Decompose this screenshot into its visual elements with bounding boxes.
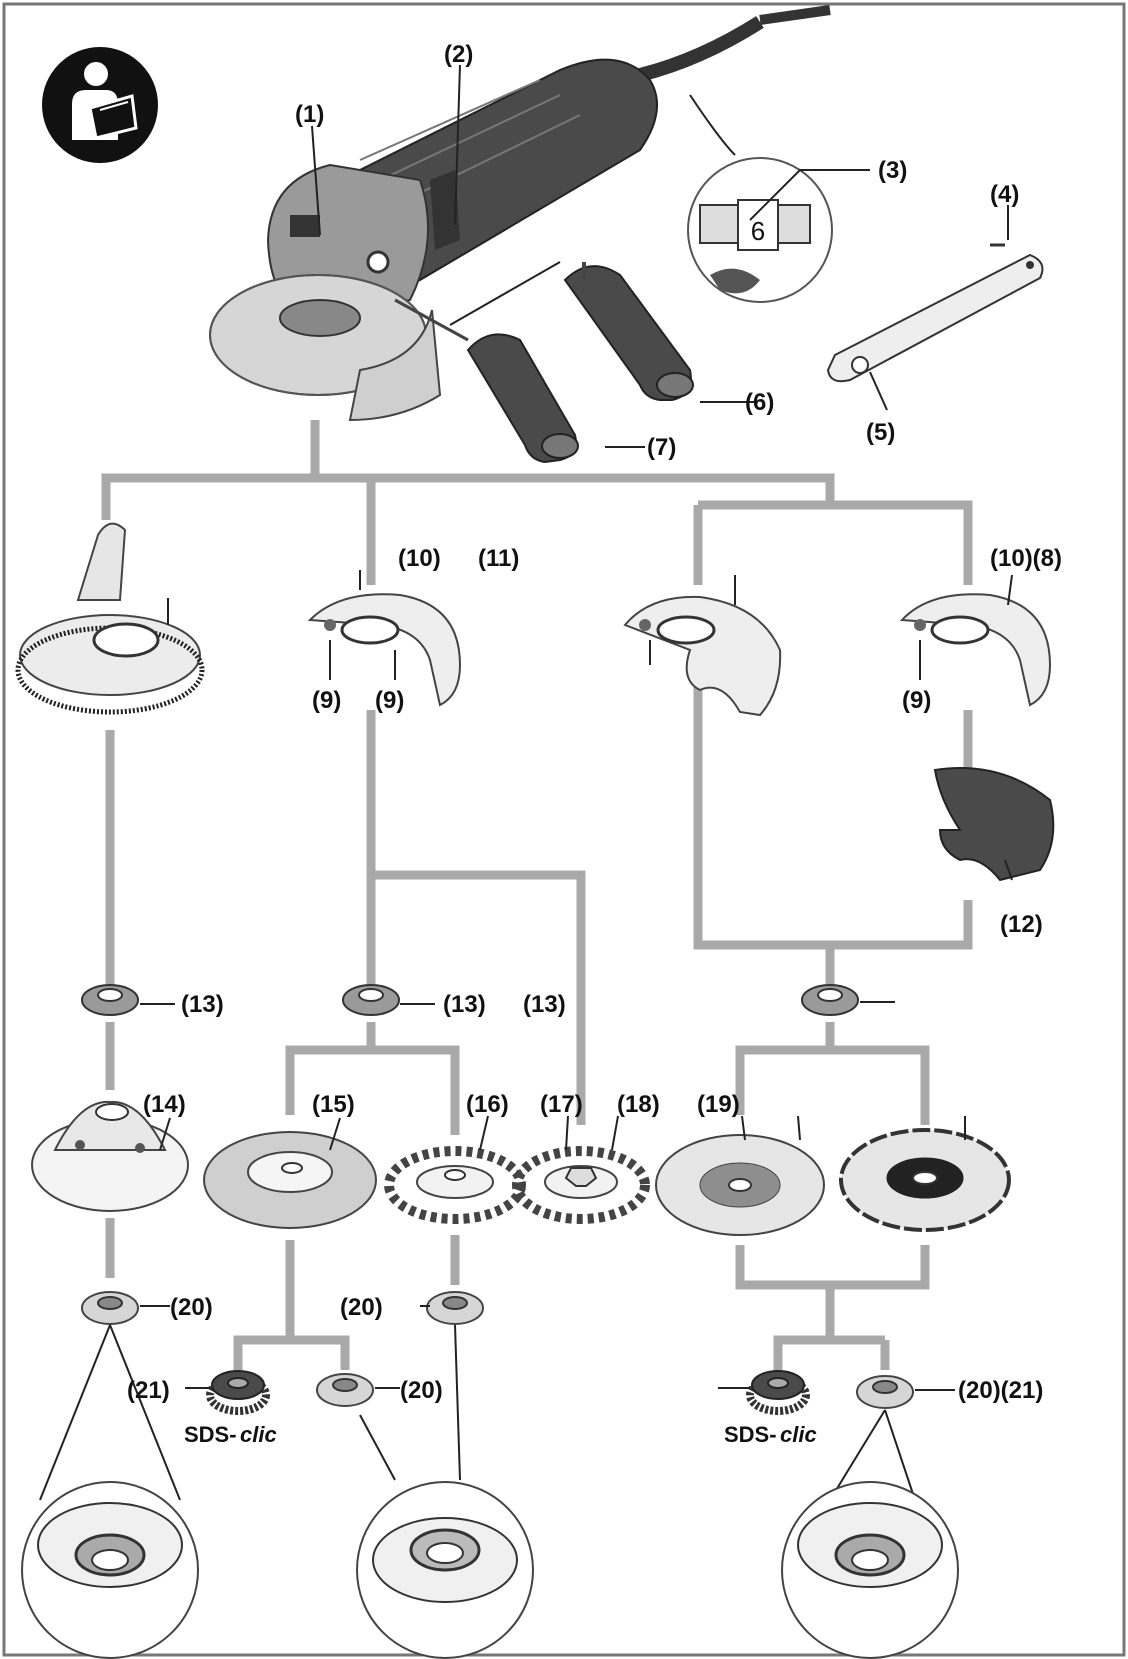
label-20-c: (20): [400, 1377, 443, 1404]
label-20-b: (20): [340, 1294, 383, 1321]
label-11: (11): [478, 545, 519, 572]
detail-circle-left: [21, 1324, 199, 1659]
protective-guard-right: [899, 593, 1052, 707]
side-handle-7: [394, 298, 579, 464]
label-20-a: (20): [170, 1294, 213, 1321]
cover-plate: [933, 767, 1055, 882]
sds-clic-logo-2: SDS- clic: [724, 1422, 817, 1447]
cutting-disc: [655, 1134, 825, 1236]
detail-circle-middle: [356, 1324, 534, 1659]
cup-brush: [384, 1146, 526, 1224]
cup-wheel: [31, 1100, 189, 1212]
quick-clamping-nut-1: [206, 1370, 270, 1415]
speed-dial-value: 6: [751, 216, 765, 246]
label-10-8: (10)(8): [990, 545, 1062, 572]
leader-lines: [140, 64, 1013, 1391]
label-9-a: (9): [312, 687, 341, 714]
speed-dial-detail: 6: [687, 94, 833, 303]
label-5: (5): [866, 419, 895, 446]
clamping-nut-4: [856, 1375, 914, 1409]
label-13-b: (13): [443, 991, 486, 1018]
sds-clic-suffix-2: clic: [780, 1422, 817, 1447]
label-4: (4): [990, 181, 1019, 208]
label-2: (2): [444, 41, 473, 68]
read-manual-icon: [42, 47, 158, 163]
label-1: (1): [295, 101, 324, 128]
label-10: (10): [398, 545, 441, 572]
sds-clic-logo-1: SDS- clic: [184, 1422, 277, 1447]
wire-brush: [512, 1146, 650, 1224]
label-17: (17): [540, 1091, 583, 1118]
label-16: (16): [466, 1091, 509, 1118]
sds-clic-prefix-1: SDS-: [184, 1422, 237, 1447]
detail-circle-right: [781, 1409, 959, 1659]
spanner-wrench: [826, 243, 1044, 383]
sds-clic-suffix-1: clic: [240, 1422, 277, 1447]
label-9-b: (9): [375, 687, 404, 714]
clamping-nut-2: [426, 1291, 484, 1325]
grinding-disc: [203, 1131, 377, 1229]
protective-guard-cutting: [623, 595, 782, 717]
label-18: (18): [617, 1091, 660, 1118]
callout-labels: (1) (2) (3) (4) (5) (6) (7) (10) (11) (1…: [127, 41, 1062, 1404]
angle-grinder: [209, 5, 831, 422]
label-21: (21): [127, 1377, 170, 1404]
quick-clamping-nut-2: [746, 1370, 810, 1415]
label-20-21: (20)(21): [958, 1377, 1043, 1404]
mounting-flange-1: [81, 984, 139, 1016]
label-13-c: (13): [523, 991, 566, 1018]
diamond-cutting-disc: [839, 1128, 1011, 1232]
label-14: (14): [143, 1091, 186, 1118]
label-12: (12): [1000, 911, 1043, 938]
label-3: (3): [878, 157, 907, 184]
label-15: (15): [312, 1091, 355, 1118]
side-handle-6: [449, 261, 694, 401]
extraction-hood: [15, 522, 205, 715]
sds-clic-prefix-2: SDS-: [724, 1422, 777, 1447]
connector-lines: [101, 420, 973, 1370]
mounting-flange-3: [801, 984, 859, 1016]
label-9-c: (9): [902, 687, 931, 714]
label-6: (6): [745, 389, 774, 416]
mounting-flange-2: [342, 984, 400, 1016]
label-13-a: (13): [181, 991, 224, 1018]
protective-guard-grinding: [307, 593, 462, 707]
clamping-nut-1: [81, 1291, 139, 1325]
clamping-nut-3: [316, 1373, 374, 1407]
label-7: (7): [647, 434, 676, 461]
label-19: (19): [697, 1091, 740, 1118]
